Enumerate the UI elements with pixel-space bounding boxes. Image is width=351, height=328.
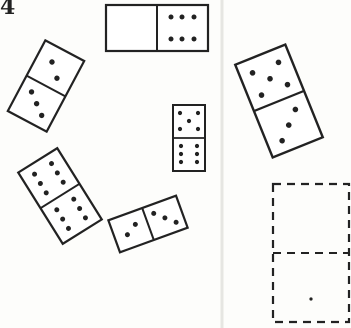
domino-bottom	[108, 196, 187, 253]
pip	[309, 297, 312, 300]
domino-left-lower	[18, 148, 102, 244]
domino-missing	[273, 184, 349, 322]
domino-top	[106, 5, 208, 51]
domino-center	[173, 105, 205, 171]
domino-left-upper	[8, 40, 84, 131]
domino-right-upper	[235, 45, 323, 158]
